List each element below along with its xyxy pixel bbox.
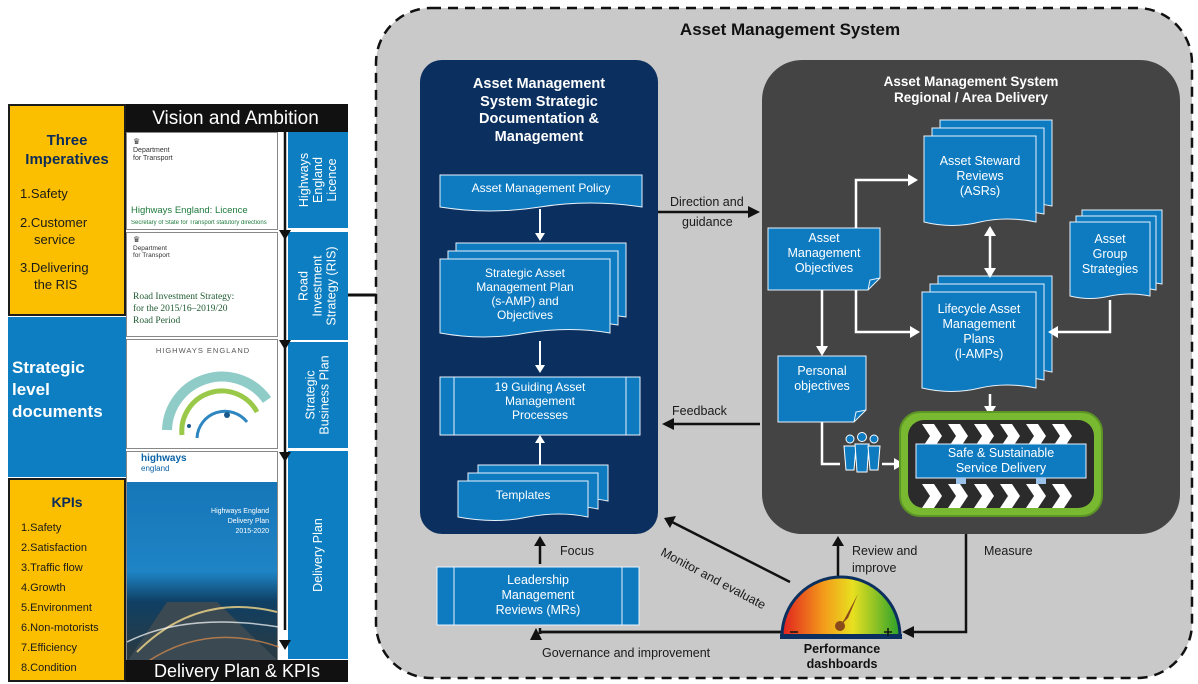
- service-delivery-box: Safe & Sustainable Service Delivery: [947, 446, 1055, 475]
- imperative-customer: 2.Customer: [20, 215, 88, 230]
- asset-management-objectives-box: Asset Management Objectives: [787, 231, 861, 275]
- business-plan-header: HIGHWAYS ENGLAND: [155, 346, 251, 355]
- kpi-item: 3.Traffic flow: [21, 562, 83, 574]
- imperative-ris-cont: the RIS: [34, 277, 78, 292]
- kpis-box: KPIs 1.Safety 2.Satisfaction 3.Traffic f…: [8, 478, 126, 682]
- kpi-item: 8.Condition: [21, 662, 77, 674]
- licence-subtitle: Secretary of State for Transport statuto…: [131, 220, 267, 226]
- imperative-ris: 3.Delivering: [20, 260, 89, 275]
- business-plan-graphic: [162, 371, 272, 439]
- kpi-item: 7.Efficiency: [21, 642, 78, 654]
- vision-header-text: Vision and Ambition: [152, 108, 319, 129]
- business-plan-thumbnail: HIGHWAYS ENGLAND: [126, 339, 278, 449]
- kpi-item: 5.Environment: [21, 602, 92, 614]
- licence-document-thumbnail: ♛ Department for Transport Highways Engl…: [126, 132, 278, 230]
- imperatives-box: Three Imperatives 1.Safety 2.Customer se…: [8, 104, 126, 316]
- regional-panel-title: Asset Management System Regional / Area …: [883, 74, 1059, 105]
- vision-header: [123, 104, 348, 132]
- dft-label: Department for Transport: [133, 147, 173, 162]
- ris-title: Road Investment Strategy: for the 2015/1…: [133, 292, 235, 326]
- kpi-item: 4.Growth: [21, 582, 66, 594]
- people-group-icon: [843, 432, 881, 473]
- delivery-kpis-footer: [126, 660, 348, 682]
- personal-objectives-box: Personal objectives: [794, 364, 850, 393]
- imperative-customer-cont: service: [34, 232, 76, 247]
- strategic-panel-title: Asset Management System Strategic Docume…: [472, 76, 606, 145]
- performance-dashboard-gauge: [780, 575, 902, 639]
- lifecycle-amps-box: Lifecycle Asset Management Plans (l-AMPs…: [937, 302, 1021, 361]
- feedback-label: Feedback: [672, 404, 727, 418]
- focus-label: Focus: [560, 544, 595, 558]
- delivery-plan-title: Highways England Delivery Plan 2015-2020: [211, 508, 269, 535]
- governance-arrow: [520, 446, 550, 646]
- main-connectors: [534, 206, 968, 638]
- leadership-reviews-box: Leadership Management Reviews (MRs): [495, 573, 581, 617]
- measure-label: Measure: [984, 544, 1033, 558]
- regional-flow-shapes: [767, 119, 1163, 517]
- performance-dashboards-label: Performance dashboards: [803, 642, 881, 671]
- strategic-documents-title: Strategic level documents: [12, 358, 103, 421]
- kpis-title: KPIs: [51, 494, 83, 510]
- strategic-documents-box: Strategic level documents: [8, 317, 126, 477]
- road-photo-graphic: [127, 602, 279, 662]
- asset-steward-reviews-box: Asset Steward Reviews (ASRs): [939, 154, 1021, 198]
- policy-box: Asset Management Policy: [471, 181, 611, 195]
- licence-title: Highways England: Licence: [131, 205, 248, 216]
- kpi-item: 1.Safety: [21, 522, 62, 534]
- leadership-reviews-shape: [436, 566, 640, 626]
- delivery-plan-thumbnail: highways england Highways England Delive…: [126, 451, 279, 662]
- dft-crest-icon: ♛: [133, 137, 141, 146]
- imperatives-title: Three Imperatives: [25, 132, 109, 168]
- templates-box: Templates: [495, 488, 551, 502]
- highways-logo: highways england: [141, 453, 187, 474]
- governance-arrowhead: [530, 628, 542, 640]
- governance-label: Governance and improvement: [542, 646, 711, 660]
- direction-guidance-label: Direction and guidance: [670, 195, 744, 229]
- strategic-flow-shapes: [439, 174, 643, 521]
- imperative-safety: 1.Safety: [20, 186, 68, 201]
- kpi-item: 2.Satisfaction: [21, 542, 88, 554]
- samp-box: Strategic Asset Management Plan (s-AMP) …: [476, 266, 574, 322]
- review-improve-label: Review and improve: [852, 544, 918, 575]
- ams-title: Asset Management System: [679, 20, 901, 39]
- dft-label: Department for Transport: [133, 245, 170, 259]
- dft-crest-icon: ♛: [133, 235, 141, 244]
- guiding-processes-box: 19 Guiding Asset Management Processes: [494, 380, 586, 422]
- kpi-item: 6.Non-motorists: [21, 622, 99, 634]
- left-panel: Vision and Ambition Three Imperatives 1.…: [8, 104, 348, 682]
- ris-document-thumbnail: ♛ Department for Transport Road Investme…: [126, 232, 278, 337]
- delivery-kpis-footer-text: Delivery Plan & KPIs: [153, 661, 321, 681]
- left-connector-arrows: [279, 130, 291, 650]
- delivery-plan-side-label: Delivery Plan: [288, 451, 348, 659]
- asset-group-strategies-box: Asset Group Strategies: [1081, 232, 1139, 276]
